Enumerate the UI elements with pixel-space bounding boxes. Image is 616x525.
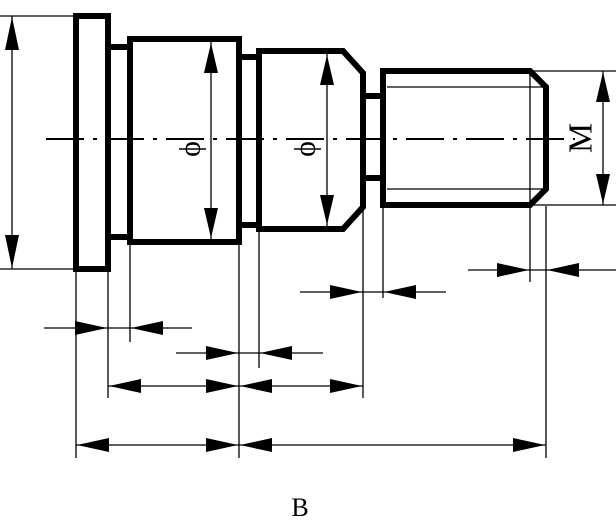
dimension-symbols: ϕ ϕ M bbox=[174, 123, 600, 157]
arrow-flange-bottom bbox=[5, 235, 19, 268]
arrow-239-363-left bbox=[240, 379, 272, 393]
arrow-108-239-left bbox=[109, 379, 141, 393]
arrow-239-363-right bbox=[330, 379, 362, 393]
groove-1 bbox=[105, 44, 133, 240]
journal-2 bbox=[256, 48, 366, 232]
diameter-symbol-journal-1: ϕ bbox=[174, 141, 207, 157]
arrow-chamfer-left bbox=[497, 263, 529, 277]
arrow-journal-1-top bbox=[204, 43, 218, 73]
arrow-journal-2-top bbox=[320, 55, 334, 85]
arrow-flange-top bbox=[5, 17, 19, 50]
arrow-108-239-right bbox=[206, 379, 238, 393]
arrow-groove-1-left bbox=[75, 321, 107, 335]
arrow-journal-2-bottom bbox=[320, 195, 334, 225]
arrow-thread-top bbox=[596, 72, 610, 102]
arrow-journal-1-bottom bbox=[204, 208, 218, 238]
arrow-239-546-left bbox=[240, 438, 272, 452]
arrow-thread-bottom bbox=[596, 174, 610, 204]
arrow-groove-1-right bbox=[131, 321, 163, 335]
arrow-groove-3-right bbox=[384, 285, 416, 299]
extension-lines bbox=[0, 15, 616, 458]
flange bbox=[73, 13, 111, 272]
arrow-chamfer-right bbox=[547, 263, 579, 277]
arrow-76-239-right bbox=[206, 438, 238, 452]
length-dimensions bbox=[44, 263, 616, 452]
drawing-caption: B bbox=[291, 493, 308, 522]
shaft-outline bbox=[73, 13, 549, 272]
arrow-groove-2-left bbox=[206, 346, 238, 360]
diameter-symbol-journal-2: ϕ bbox=[289, 141, 322, 157]
arrow-239-546-right bbox=[513, 438, 545, 452]
journal-1 bbox=[127, 36, 242, 245]
arrow-groove-2-right bbox=[260, 346, 292, 360]
arrow-groove-3-left bbox=[330, 285, 362, 299]
arrow-76-239-left bbox=[77, 438, 109, 452]
diameter-dimensions bbox=[5, 16, 610, 269]
thread-symbol: M bbox=[563, 123, 600, 153]
